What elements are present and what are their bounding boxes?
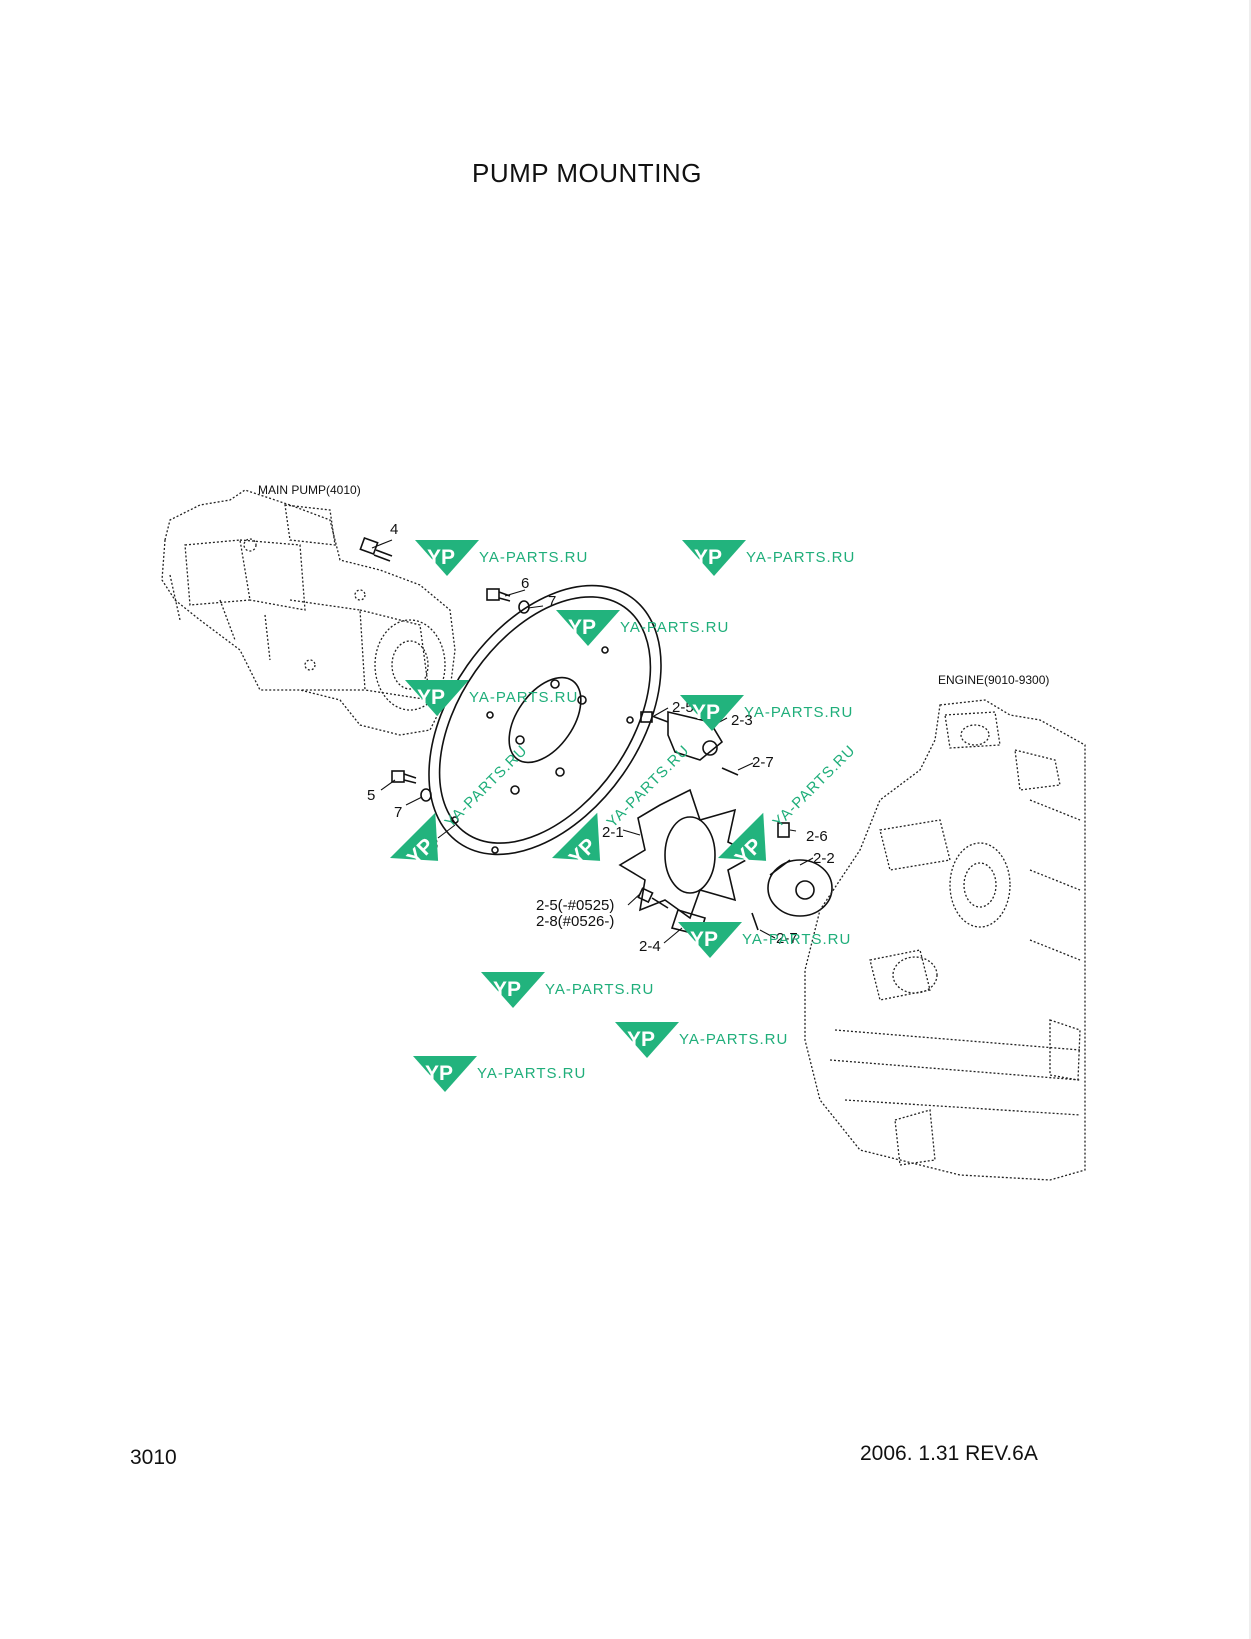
callout-5: 5: [367, 787, 375, 804]
callout-7-lower: 7: [394, 804, 402, 821]
watermark-3: YP YA-PARTS.RU: [556, 610, 729, 646]
leader-lines: [371, 539, 814, 944]
main-pump-label: MAIN PUMP(4010): [258, 483, 361, 497]
page-title: PUMP MOUNTING: [472, 158, 702, 188]
svg-text:YA-PARTS.RU: YA-PARTS.RU: [770, 742, 859, 831]
callout-2-8-note: 2-8(#0526-): [536, 913, 614, 930]
svg-text:YA-PARTS.RU: YA-PARTS.RU: [545, 981, 654, 998]
svg-text:YP: YP: [427, 546, 455, 569]
svg-text:YP: YP: [690, 928, 718, 951]
page-number: 3010: [130, 1446, 177, 1469]
svg-text:YP: YP: [493, 978, 521, 1001]
callout-2-1: 2-1: [602, 824, 624, 841]
callout-7-upper: 7: [548, 593, 556, 610]
svg-text:YA-PARTS.RU: YA-PARTS.RU: [746, 549, 855, 566]
main-pump-drawing: [161, 489, 456, 736]
coupling-block-2-3-drawing: [640, 710, 739, 776]
callout-2-7-upper: 2-7: [752, 754, 774, 771]
watermark-5: YP YA-PARTS.RU: [680, 695, 853, 731]
watermark-4: YP YA-PARTS.RU: [405, 680, 578, 716]
engine-label: ENGINE(9010-9300): [938, 673, 1049, 687]
svg-text:YA-PARTS.RU: YA-PARTS.RU: [479, 549, 588, 566]
svg-text:YP: YP: [694, 546, 722, 569]
page-edge: [1249, 0, 1251, 1639]
svg-text:YA-PARTS.RU: YA-PARTS.RU: [679, 1031, 788, 1048]
svg-text:YA-PARTS.RU: YA-PARTS.RU: [742, 931, 851, 948]
engine-drawing: [804, 699, 1086, 1181]
callout-2-2: 2-2: [813, 850, 835, 867]
svg-text:YA-PARTS.RU: YA-PARTS.RU: [604, 742, 693, 831]
svg-text:YA-PARTS.RU: YA-PARTS.RU: [477, 1065, 586, 1082]
svg-text:YP: YP: [568, 616, 596, 639]
watermark-1: YP YA-PARTS.RU: [415, 540, 588, 576]
watermark-12: YP YA-PARTS.RU: [413, 1056, 586, 1092]
coupling-element-2-1-drawing: [618, 788, 757, 920]
bolt-5-drawing: [391, 770, 432, 802]
svg-text:YP: YP: [627, 1028, 655, 1051]
bolt-4-drawing: [359, 536, 393, 562]
watermark-9: YP YA-PARTS.RU: [678, 922, 851, 958]
svg-text:YA-PARTS.RU: YA-PARTS.RU: [620, 619, 729, 636]
svg-text:YP: YP: [692, 701, 720, 724]
svg-text:YP: YP: [425, 1062, 453, 1085]
callout-6: 6: [521, 575, 529, 592]
watermark-6: YP YA-PARTS.RU: [390, 742, 531, 870]
callout-4: 4: [390, 521, 398, 538]
watermark-10: YP YA-PARTS.RU: [481, 972, 654, 1008]
callout-2-5-note: 2-5(-#0525): [536, 897, 614, 914]
svg-text:YP: YP: [417, 686, 445, 709]
watermark-2: YP YA-PARTS.RU: [682, 540, 855, 576]
callout-2-3: 2-3: [731, 712, 753, 729]
callout-2-7-lower: 2-7: [776, 930, 798, 947]
flange-3-drawing: [428, 584, 662, 856]
callout-2-6: 2-6: [806, 828, 828, 845]
watermark-11: YP YA-PARTS.RU: [615, 1022, 788, 1058]
callout-2-4: 2-4: [639, 938, 661, 955]
hub-2-2-drawing: [751, 822, 833, 931]
svg-text:YA-PARTS.RU: YA-PARTS.RU: [744, 704, 853, 721]
svg-text:YA-PARTS.RU: YA-PARTS.RU: [469, 689, 578, 706]
revision-date: 2006. 1.31 REV.6A: [860, 1442, 1038, 1465]
